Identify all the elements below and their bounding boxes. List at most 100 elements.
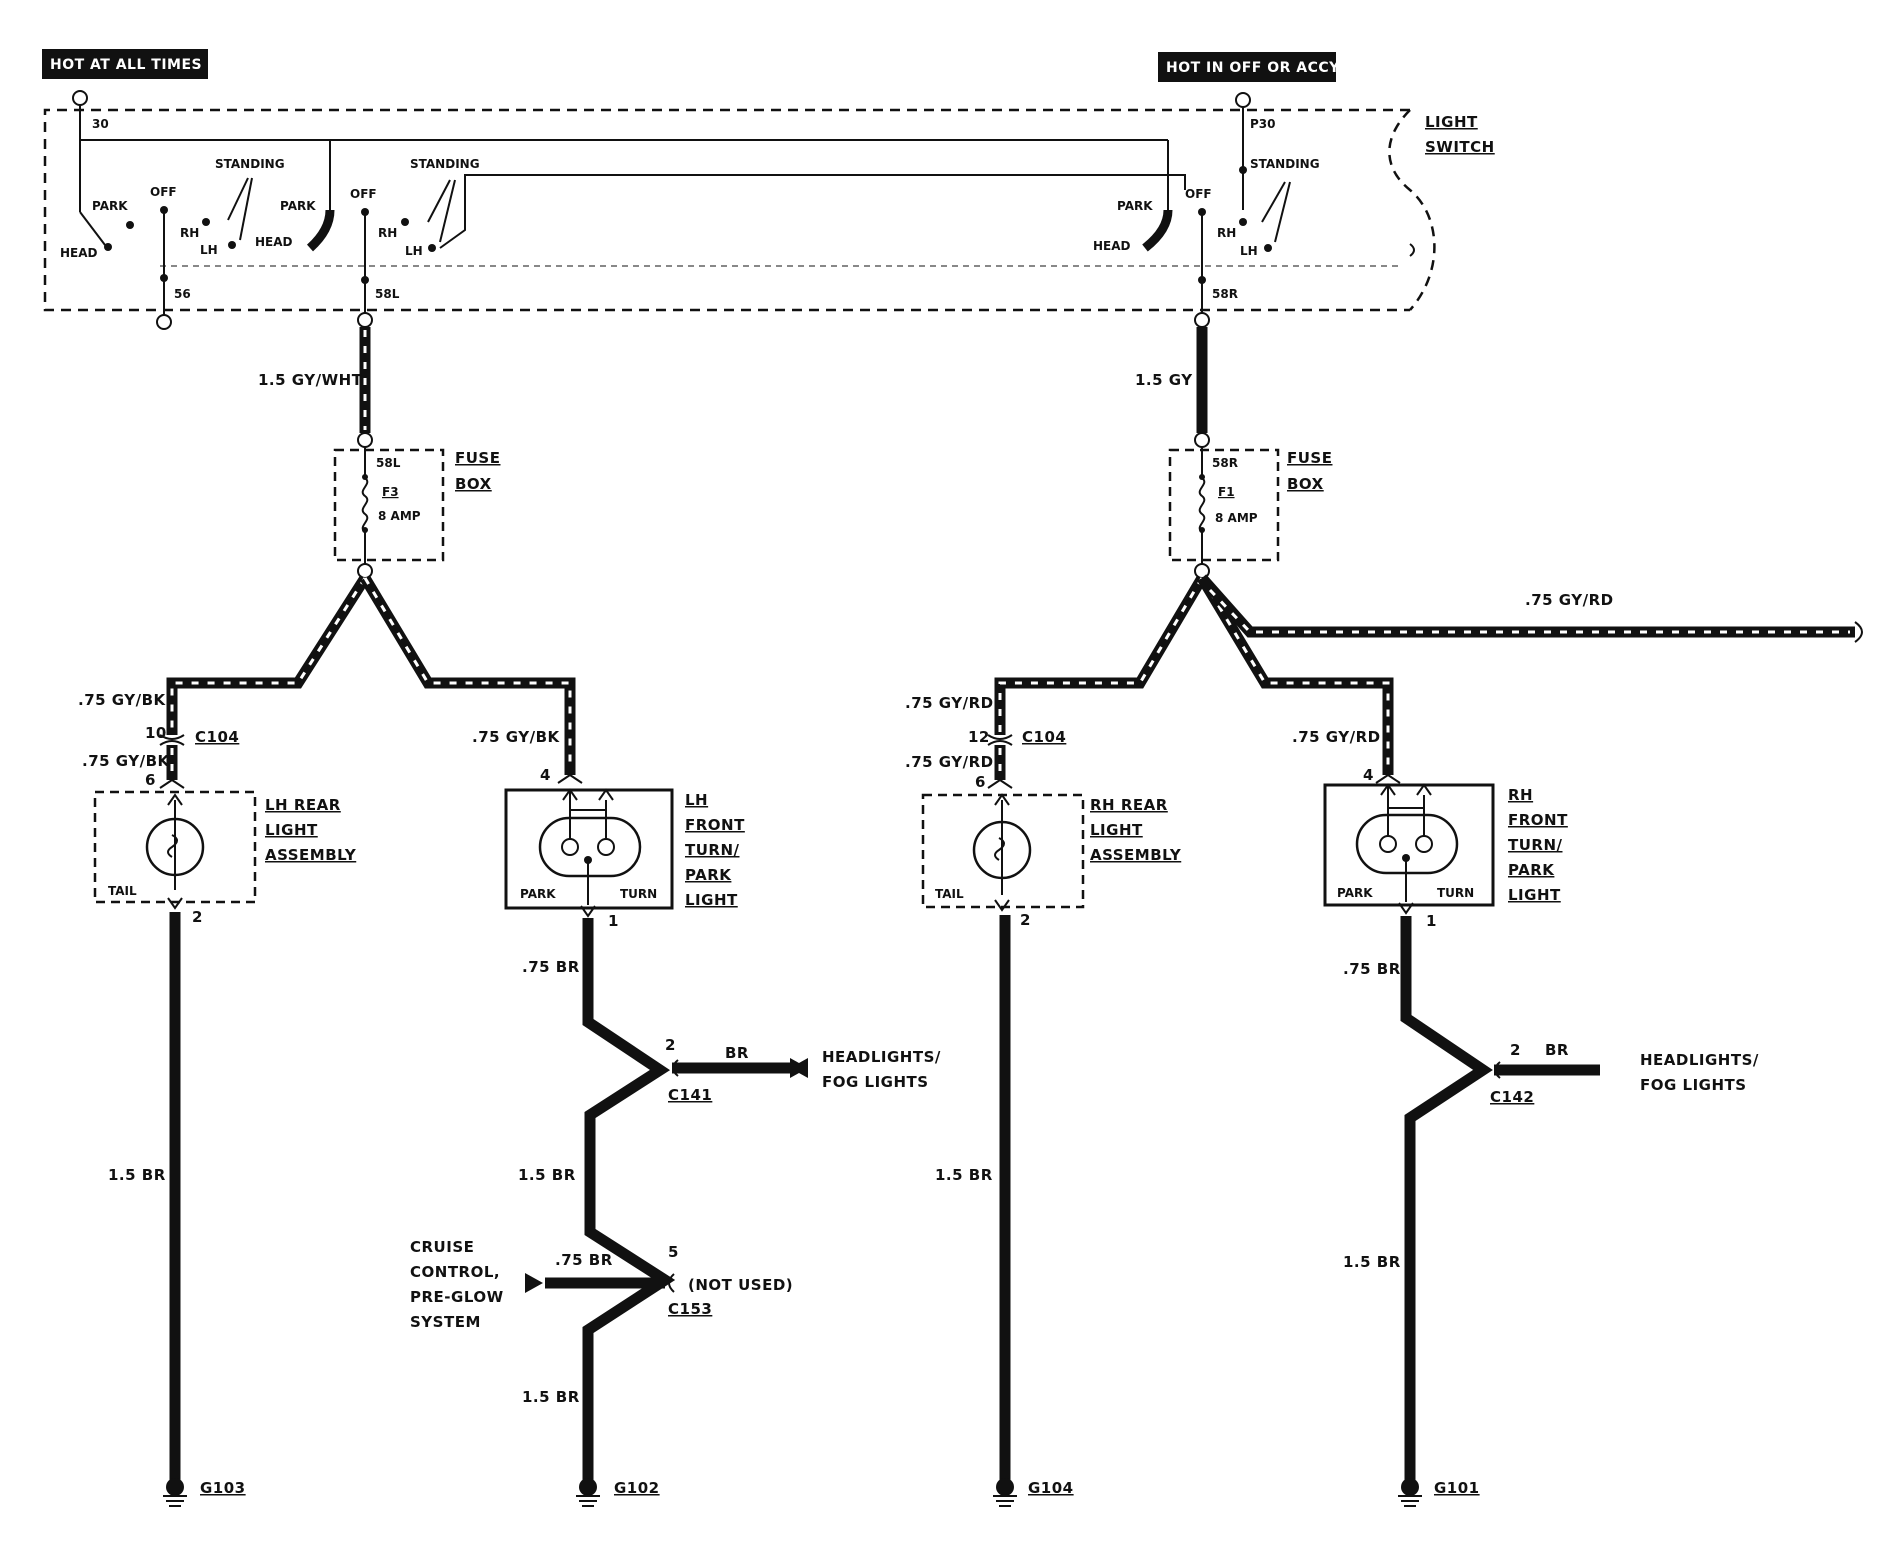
fuse-box-label-2: BOX	[455, 475, 492, 493]
lh-front-light-box	[504, 788, 674, 910]
lh-rear-pin-6: 6	[145, 771, 156, 789]
light-switch-break	[1388, 109, 1436, 311]
wire-75-gy-bk-left	[166, 575, 370, 735]
lh-front-label-1: LH	[685, 791, 708, 809]
wire-75-br-label-2: .75 BR	[555, 1251, 613, 1269]
cruise-label-2: CONTROL,	[410, 1263, 500, 1281]
lh-front-park-label: PARK	[520, 887, 556, 901]
rh-rear-pin-6: 6	[975, 773, 986, 791]
c153-not-used: (NOT USED)	[688, 1276, 793, 1294]
fuse-box-label-3: FUSE	[1287, 449, 1332, 467]
fuse-f1-terminal: 58R	[1212, 456, 1238, 470]
lh-rear-pin-2: 2	[192, 908, 203, 926]
fuse-f1-box	[1168, 448, 1280, 562]
rh-front-pin-1: 1	[1426, 912, 1437, 930]
terminal-p30	[1235, 92, 1251, 108]
wire-br-g102	[582, 918, 676, 1480]
sw3-park: PARK	[1117, 199, 1153, 213]
rh-front-label-5: LIGHT	[1508, 886, 1561, 904]
sw1-standing: STANDING	[215, 157, 285, 171]
cruise-label-1: CRUISE	[410, 1238, 474, 1256]
terminal-30-label: 30	[92, 117, 109, 131]
c104-pin-12: 12	[968, 728, 990, 746]
sw2-park: PARK	[280, 199, 316, 213]
cruise-label-3: PRE-GLOW	[410, 1288, 504, 1306]
wire-15-gy-label: 1.5 GY	[1135, 371, 1193, 389]
fuse-f3-rating: 8 AMP	[378, 509, 421, 523]
ground-g101: G101	[1434, 1479, 1480, 1497]
lh-front-pin-1: 1	[608, 912, 619, 930]
fuse-box-label-4: BOX	[1287, 475, 1324, 493]
terminal-58r-label: 58R	[1212, 287, 1238, 301]
sw3-lh: LH	[1240, 244, 1258, 258]
foglights-label-1: FOG LIGHTS	[822, 1073, 929, 1091]
fuse-box-label-1: FUSE	[455, 449, 500, 467]
terminal-30	[72, 90, 88, 106]
headlights-label-2: HEADLIGHTS/	[1640, 1051, 1759, 1069]
wire-75-gy-rd-label-3: .75 GY/RD	[1292, 728, 1381, 746]
wire-15-br-label-1: 1.5 BR	[108, 1166, 166, 1184]
rh-front-label-2: FRONT	[1508, 811, 1568, 829]
lh-front-label-5: LIGHT	[685, 891, 738, 909]
sw3-standing: STANDING	[1250, 157, 1320, 171]
lh-front-bulb	[538, 816, 642, 878]
light-switch-label-2: SWITCH	[1425, 138, 1495, 156]
wire-75-gy-rd-branch-label: .75 GY/RD	[1525, 591, 1614, 609]
wire-75-gy-rd-branch	[1197, 574, 1855, 638]
rh-front-label-1: RH	[1508, 786, 1533, 804]
lh-front-label-3: TURN/	[685, 841, 740, 859]
c142-pin-2: 2	[1510, 1041, 1521, 1059]
rh-front-pin-4: 4	[1363, 766, 1374, 784]
rh-rear-label-3: ASSEMBLY	[1090, 846, 1182, 864]
c141-pin-2: 2	[665, 1036, 676, 1054]
rh-rear-tail-label: TAIL	[935, 887, 964, 901]
wire-15-br-label-5: 1.5 BR	[1343, 1253, 1401, 1271]
sw1-park: PARK	[92, 199, 128, 213]
rh-front-park-label: PARK	[1337, 886, 1373, 900]
lh-rear-light-box	[93, 790, 257, 904]
rh-rear-pin-2: 2	[1020, 911, 1031, 929]
wire-75-gy-bk-label-3: .75 GY/BK	[472, 728, 561, 746]
wire-15-br-label-3: 1.5 BR	[522, 1388, 580, 1406]
lh-rear-label-3: ASSEMBLY	[265, 846, 357, 864]
c104-right-label: C104	[1022, 728, 1066, 746]
rh-front-light-box	[1323, 783, 1495, 907]
rh-rear-label-2: LIGHT	[1090, 821, 1143, 839]
sw2-lh: LH	[405, 244, 423, 258]
lh-front-pin-4: 4	[540, 766, 551, 784]
sw1-rh: RH	[180, 226, 199, 240]
wire-75-gy-rd-label-1: .75 GY/RD	[905, 694, 994, 712]
wire-75-br-label-1: .75 BR	[522, 958, 580, 976]
terminal-56	[156, 314, 172, 330]
fuse-f3-box	[333, 448, 445, 562]
ground-g102: G102	[614, 1479, 660, 1497]
c141-label: C141	[668, 1086, 712, 1104]
sw1-head: HEAD	[60, 246, 98, 260]
fuse-f3-terminal: 58L	[376, 456, 401, 470]
wire-br-label-1: BR	[725, 1044, 749, 1062]
fuse-f1-label: F1	[1218, 485, 1235, 499]
hot-in-off-or-accy-label: HOT IN OFF OR ACCY	[1166, 60, 1340, 76]
fuse-f1-rating: 8 AMP	[1215, 511, 1258, 525]
light-switch-outline	[43, 108, 1410, 312]
splice-58l-top	[357, 312, 373, 328]
lh-rear-label-1: LH REAR	[265, 796, 341, 814]
wire-15-br-label-2: 1.5 BR	[518, 1166, 576, 1184]
lh-rear-tail-label: TAIL	[108, 884, 137, 898]
wire-75-gy-bk-label-1: .75 GY/BK	[78, 691, 167, 709]
ground-g104: G104	[1028, 1479, 1074, 1497]
sw2-standing: STANDING	[410, 157, 480, 171]
light-switch: LIGHT SWITCH 30 HEAD PARK OFF STANDING R…	[43, 90, 1495, 330]
sw3-rh: RH	[1217, 226, 1236, 240]
lh-rear-label-2: LIGHT	[265, 821, 318, 839]
hot-in-off-or-accy-tag: HOT IN OFF OR ACCY	[1158, 52, 1340, 82]
wire-br-g101	[1400, 916, 1493, 1480]
wire-br-label-2: BR	[1545, 1041, 1569, 1059]
sw2-head: HEAD	[255, 235, 293, 249]
hot-at-all-times-tag: HOT AT ALL TIMES	[42, 49, 208, 79]
sw3-head: HEAD	[1093, 239, 1131, 253]
wire-75-br-label-3: .75 BR	[1343, 960, 1401, 978]
ground-g103: G103	[200, 1479, 246, 1497]
c104-left-label: C104	[195, 728, 239, 746]
